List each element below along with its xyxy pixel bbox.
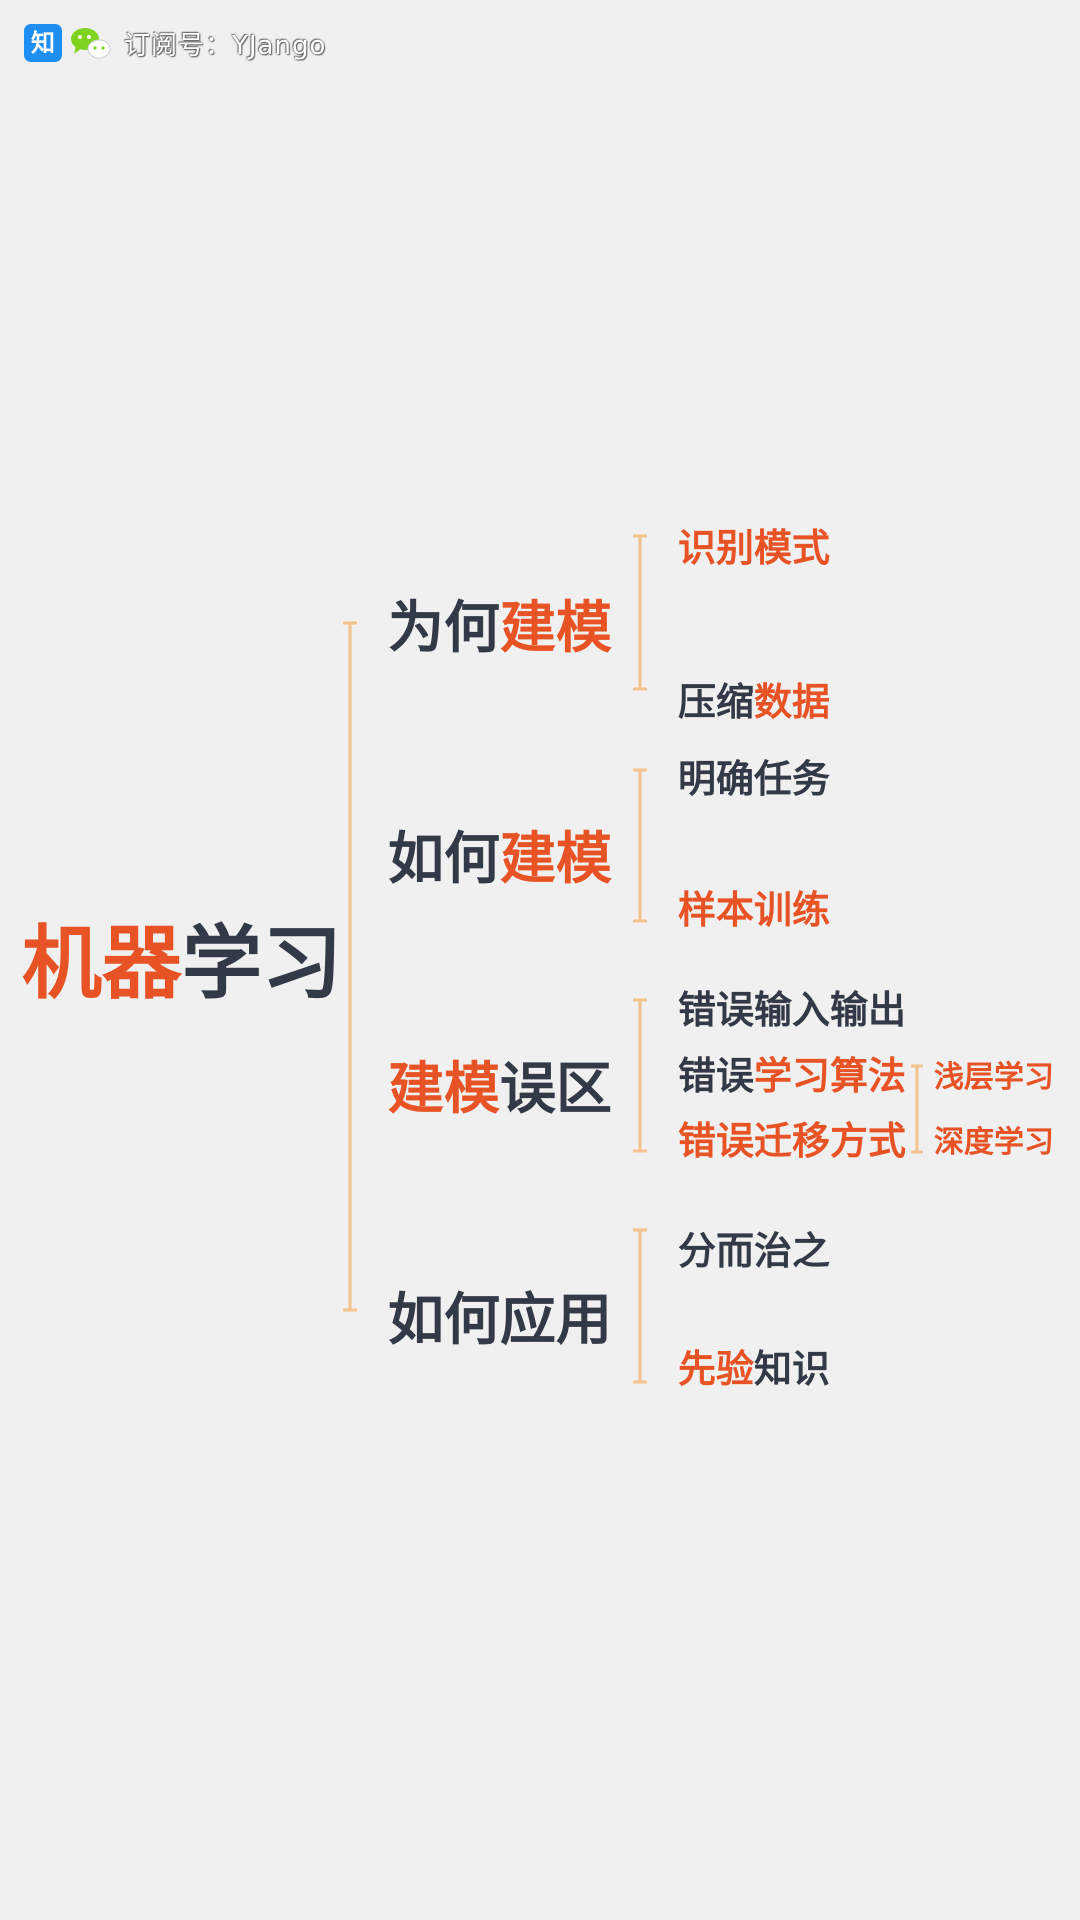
branch-label-part-2: 建模: [500, 827, 612, 892]
leaf-define-task: 明确任务: [678, 760, 830, 798]
branch-label-part-2: 误区: [500, 1057, 612, 1122]
branch-how-model: 如何建模: [388, 832, 612, 888]
branch-label-part-2: 建模: [500, 596, 612, 661]
branch-modeling-pitfalls: 建模误区: [388, 1062, 612, 1118]
subleaf-shallow-learning: 浅层学习: [934, 1060, 1054, 1095]
watermark: 知 订阅号：YJango: [24, 22, 326, 64]
leaf-wrong-algorithm: 错误学习算法: [678, 1057, 906, 1095]
leaf-wrong-io: 错误输入输出: [678, 991, 906, 1029]
leaf-divide-conquer: 分而治之: [678, 1232, 830, 1270]
leaf-compress-data: 压缩数据: [678, 683, 830, 721]
leaf-label-part-1: 错误迁移方式: [678, 1119, 907, 1163]
leaf-label-part-1: 错误: [678, 1054, 755, 1098]
leaf-recognize-patterns: 识别模式: [678, 529, 830, 567]
leaf-label-part-2: 知识: [754, 1347, 831, 1391]
leaf-wrong-transfer: 错误迁移方式: [678, 1122, 906, 1160]
branch-4-bracket: [633, 1228, 647, 1384]
leaf-label-part-1: 分而治之: [678, 1229, 831, 1273]
branch-why-model: 为何建模: [388, 601, 612, 657]
root-part-2: 学习: [182, 917, 342, 1010]
branch-label-part-1: 如何: [388, 1288, 500, 1353]
branch-3-bracket: [633, 998, 647, 1153]
sub-bracket: [911, 1064, 923, 1154]
leaf-prior-knowledge: 先验知识: [678, 1350, 830, 1388]
leaf-label-part-2: 学习算法: [754, 1054, 907, 1098]
branch-1-bracket: [633, 534, 647, 691]
branch-label-part-1: 建模: [388, 1057, 500, 1122]
zhihu-logo: 知: [24, 24, 62, 62]
wechat-icon: [71, 28, 111, 59]
root-bracket: [343, 621, 357, 1312]
leaf-label-part-1: 明确任务: [678, 757, 831, 801]
branch-label-part-2: 应用: [500, 1288, 612, 1353]
subleaf-deep-learning: 深度学习: [934, 1125, 1054, 1160]
leaf-label-part-1: 错误输入输出: [678, 988, 907, 1032]
leaf-label-part-1: 样本训练: [678, 888, 831, 932]
leaf-label-part-1: 压缩: [678, 680, 755, 724]
watermark-text: 订阅号：YJango: [124, 30, 327, 61]
root-node: 机器学习: [22, 924, 342, 1004]
branch-label-part-1: 为何: [388, 596, 500, 661]
leaf-sample-training: 样本训练: [678, 891, 830, 929]
root-part-1: 机器: [22, 917, 182, 1010]
branch-2-bracket: [633, 768, 647, 923]
leaf-label-part-1: 先验: [678, 1347, 755, 1391]
leaf-label-part-2: 数据: [754, 680, 831, 724]
leaf-label-part-1: 识别模式: [678, 526, 831, 570]
branch-how-apply: 如何应用: [388, 1293, 612, 1349]
branch-label-part-1: 如何: [388, 827, 500, 892]
